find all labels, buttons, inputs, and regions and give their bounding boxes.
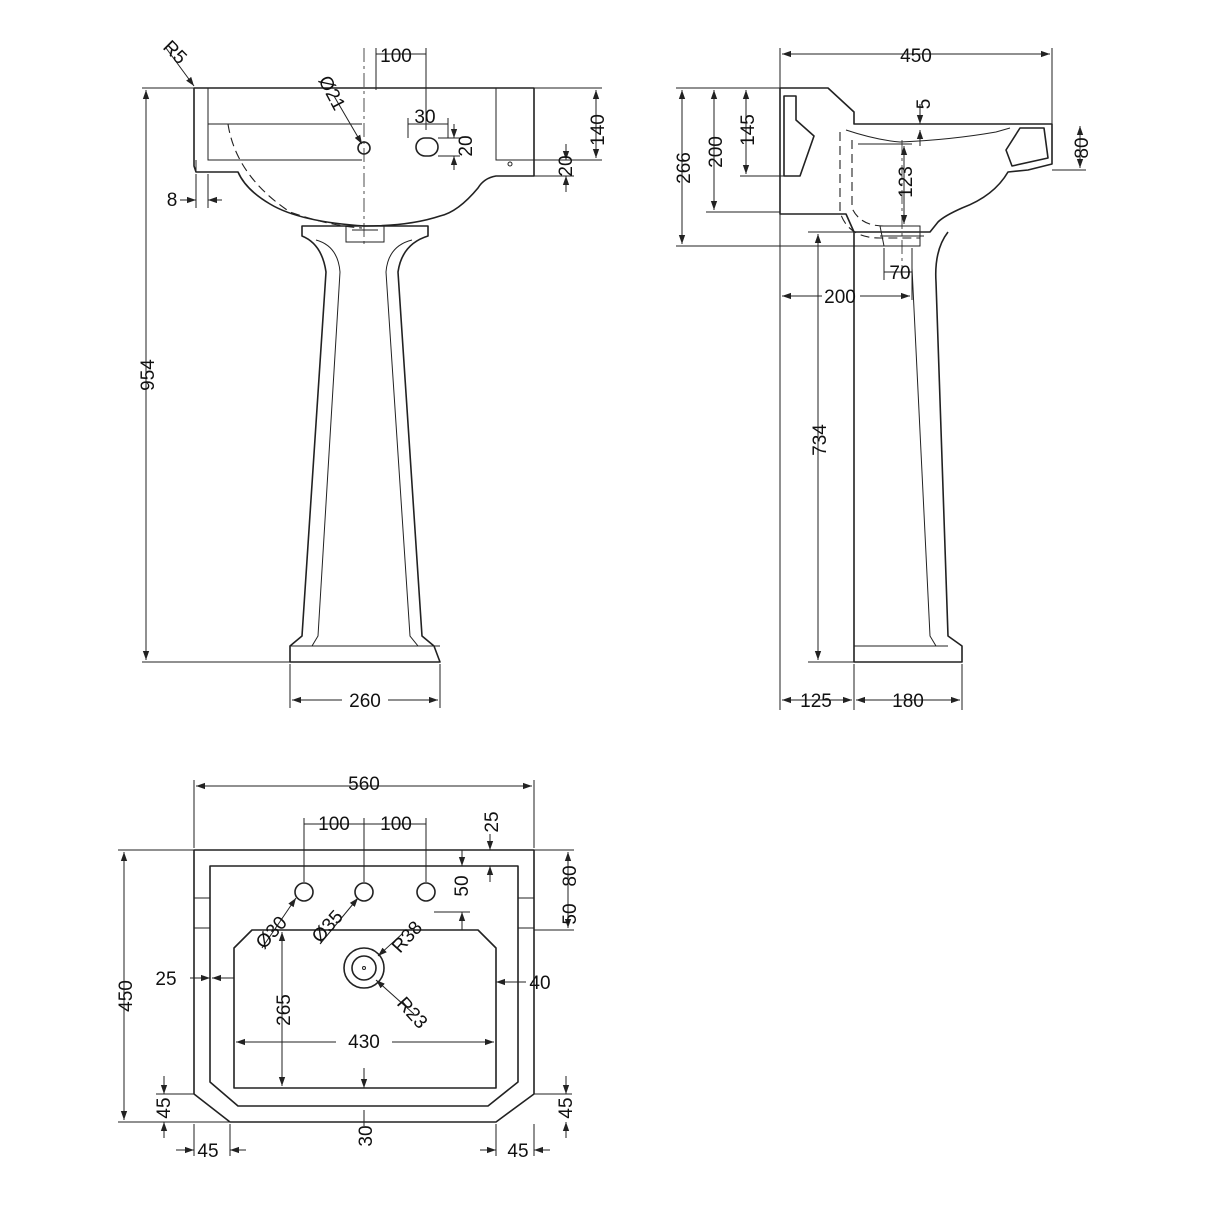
dim-80-plan: 80 <box>560 865 581 886</box>
dim-200: 200 <box>706 136 727 168</box>
plan-tap-hole-centre <box>354 882 374 902</box>
dim-base-260: 260 <box>349 691 381 712</box>
dim-hole-21: Ø21 <box>314 72 349 114</box>
side-bowl-line <box>845 127 1011 143</box>
plan-tap-hole-left <box>294 882 314 902</box>
dim-rim-20: 20 <box>556 155 577 176</box>
dim-tap-100: 100 <box>380 46 412 67</box>
dim-dia-30: Ø30 <box>252 913 292 954</box>
dim-height-954: 954 <box>138 359 159 391</box>
dim-70: 70 <box>889 263 910 284</box>
front-rim-right <box>495 88 534 161</box>
plan-rim <box>209 865 519 1107</box>
dim-r38: R38 <box>388 917 427 957</box>
side-front-lip <box>1005 127 1049 167</box>
dim-734: 734 <box>810 424 831 456</box>
front-overflow-slot <box>415 137 439 157</box>
dim-30-bottom: 30 <box>356 1125 377 1146</box>
dim-50-a: 50 <box>452 875 473 896</box>
front-basin-outline <box>193 87 535 227</box>
dim-5: 5 <box>914 99 935 110</box>
dim-plan-560: 560 <box>348 774 380 795</box>
front-waste <box>345 226 385 243</box>
front-view: 954 260 100 R5 Ø21 30 20 140 20 <box>138 37 609 712</box>
side-view: 450 266 200 145 5 80 123 70 200 734 <box>674 46 1093 712</box>
dim-trap-200: 200 <box>824 287 856 308</box>
dim-lip-8: 8 <box>167 190 178 211</box>
dim-depth-140: 140 <box>588 114 609 146</box>
dim-slot-20: 20 <box>456 135 477 156</box>
dim-r5: R5 <box>158 37 190 69</box>
plan-waste-centre <box>362 966 366 970</box>
dim-180: 180 <box>892 691 924 712</box>
dim-45-right: 45 <box>556 1097 577 1118</box>
dim-45-left: 45 <box>154 1097 175 1118</box>
plan-tap-hole-right <box>416 882 436 902</box>
plan-view: 560 100 100 25 50 80 50 Ø30 Ø35 R38 R23 … <box>116 774 581 1162</box>
dim-266: 266 <box>674 152 695 184</box>
side-pedestal-inner <box>854 267 948 647</box>
dim-slot-30: 30 <box>414 107 435 128</box>
dim-45-bottom-left: 45 <box>197 1141 218 1162</box>
plan-overflow-marks <box>194 897 534 929</box>
dim-123: 123 <box>896 166 917 198</box>
dim-40: 40 <box>529 973 550 994</box>
dim-25-top: 25 <box>482 811 503 832</box>
dim-25-left: 25 <box>155 969 176 990</box>
dim-45-bottom-right: 45 <box>507 1141 528 1162</box>
dim-125: 125 <box>800 691 832 712</box>
dim-80: 80 <box>1072 137 1093 158</box>
dim-hole-100-left: 100 <box>318 814 350 835</box>
side-pedestal <box>853 231 963 663</box>
front-pedestal-inner <box>290 239 440 647</box>
front-bowl-hidden <box>227 123 363 229</box>
plan-waste-outer <box>343 947 385 989</box>
dim-50-b: 50 <box>560 903 581 924</box>
dim-dia-35: Ø35 <box>308 907 348 948</box>
dim-265: 265 <box>274 994 295 1026</box>
plan-waste-inner <box>351 955 377 981</box>
side-back-profile <box>783 95 815 177</box>
dim-145: 145 <box>738 114 759 146</box>
dim-plan-450: 450 <box>116 980 137 1012</box>
plan-bowl <box>233 929 497 1089</box>
front-small-dot <box>507 161 513 167</box>
front-pedestal <box>289 225 441 663</box>
dim-430: 430 <box>348 1032 380 1053</box>
dim-width-450: 450 <box>900 46 932 67</box>
front-rim-left <box>195 88 362 172</box>
side-basin-outline <box>779 87 1053 233</box>
dim-hole-100-right: 100 <box>380 814 412 835</box>
